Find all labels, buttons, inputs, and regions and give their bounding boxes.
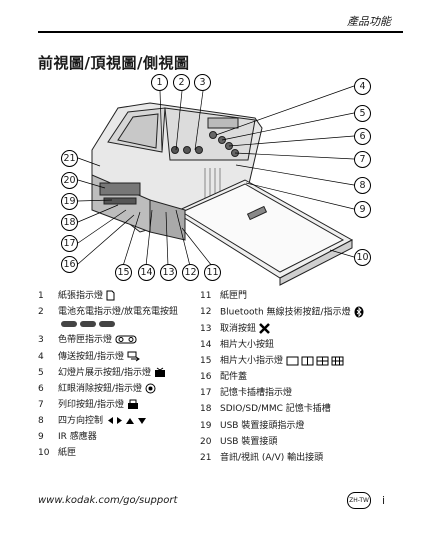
cancel-x-icon <box>259 322 270 334</box>
printer-diagram <box>77 85 355 286</box>
callout-20: 20 <box>61 172 78 189</box>
red-eye-icon <box>145 383 156 394</box>
paper-icon <box>106 290 115 301</box>
photo-size-icons <box>286 356 344 366</box>
support-url[interactable]: www.kodak.com/go/support <box>38 495 178 506</box>
callout-21: 21 <box>61 150 78 167</box>
battery-level-icon <box>61 320 115 327</box>
four-way-arrows-icon <box>108 417 147 425</box>
legend-item: 16 配件蓋 <box>200 372 248 383</box>
legend-right: 11 紙匣門 12 Bluetooth 無線技術按鈕/指示燈 13 取消按鈕 1… <box>200 290 405 468</box>
legend-item: 12 Bluetooth 無線技術按鈕/指示燈 <box>200 306 405 319</box>
callout-15: 15 <box>115 264 132 281</box>
legend-item: 2 電池充電指示燈/放電充電按鈕 <box>38 306 198 330</box>
callout-12: 12 <box>182 264 199 281</box>
callout-8: 8 <box>354 177 371 194</box>
legend-item: 1 紙張指示燈 <box>38 290 198 302</box>
callout-16: 16 <box>61 256 78 273</box>
legend-item: 15 相片大小指示燈 <box>200 355 405 367</box>
legend-item: 21 音訊/視訊 (A/V) 輸出接頭 <box>200 452 324 463</box>
callout-13: 13 <box>160 264 177 281</box>
legend-item: 6 紅眼消除按鈕/指示燈 <box>38 383 198 395</box>
callout-7: 7 <box>354 151 371 168</box>
page-title: 前視圖/頂視圖/側視圖 <box>38 54 190 72</box>
legend-item: 14 相片大小按鈕 <box>200 339 275 350</box>
callout-4: 4 <box>354 78 371 95</box>
callout-9: 9 <box>354 201 371 218</box>
legend-item: 19 USB 裝置接頭指示燈 <box>200 420 305 431</box>
callout-19: 19 <box>61 193 78 210</box>
legend-item: 9 IR 感應器 <box>38 432 97 443</box>
callout-5: 5 <box>354 105 371 122</box>
legend-item: 5 幻燈片展示按鈕/指示燈 <box>38 367 198 379</box>
callout-3: 3 <box>194 74 211 91</box>
transfer-icon <box>127 351 140 361</box>
legend-item: 17 記憶卡插槽指示燈 <box>200 388 293 399</box>
legend-item: 3 色帶匣指示燈 <box>38 334 198 346</box>
legend-item: 20 USB 裝置接頭 <box>200 436 278 447</box>
callout-17: 17 <box>61 235 78 252</box>
legend-item: 10 紙匣 <box>38 448 77 459</box>
legend-item: 18 SDIO/SD/MMC 記憶卡插槽 <box>200 404 331 415</box>
bluetooth-icon <box>354 306 364 318</box>
legend-item: 13 取消按鈕 <box>200 322 405 335</box>
legend-item: 4 傳送按鈕/指示燈 <box>38 351 198 363</box>
callout-2: 2 <box>173 74 190 91</box>
callout-1: 1 <box>151 74 168 91</box>
legend-left: 1 紙張指示燈 2 電池充電指示燈/放電充電按鈕 3 色帶匣指示燈 4 傳送按鈕… <box>38 290 198 464</box>
header-rule <box>38 31 403 33</box>
callout-10: 10 <box>354 249 371 266</box>
print-icon <box>128 399 139 409</box>
section-title: 產品功能 <box>347 15 391 28</box>
slideshow-icon <box>155 367 166 377</box>
callout-14: 14 <box>138 264 155 281</box>
legend-item: 8 四方向控制 <box>38 415 198 427</box>
ribbon-cartridge-icon <box>115 335 137 344</box>
page-number: i <box>382 494 386 507</box>
language-badge: ZH-TW <box>347 492 371 509</box>
callout-18: 18 <box>61 214 78 231</box>
legend-item: 11 紙匣門 <box>200 291 248 301</box>
legend-item: 7 列印按鈕/指示燈 <box>38 399 198 411</box>
callout-11: 11 <box>204 264 221 281</box>
callout-6: 6 <box>354 128 371 145</box>
